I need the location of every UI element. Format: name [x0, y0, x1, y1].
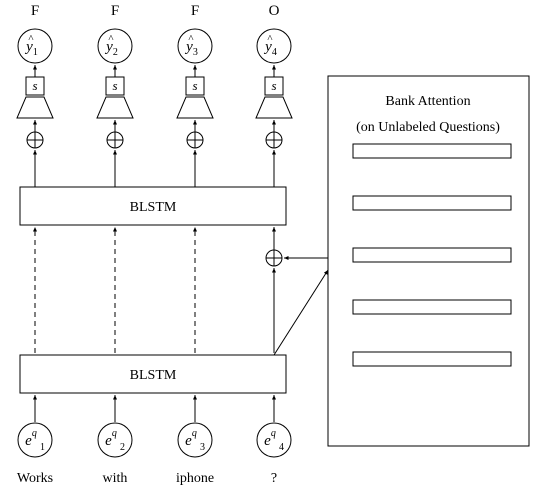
bank-slot: [352, 351, 512, 367]
dashed-skip-connections: [33, 227, 197, 353]
softmax-block: s: [176, 76, 214, 119]
sum-node: [265, 131, 283, 149]
input-word: ?: [271, 471, 277, 486]
embedding-superscript: q: [32, 428, 37, 439]
prediction-symbol: y: [184, 39, 193, 55]
prediction-symbol: y: [24, 39, 33, 55]
bank-slot-list: [352, 143, 512, 367]
bank-slot: [352, 143, 512, 159]
embedding-index: 2: [120, 442, 125, 453]
softmax-label: s: [32, 78, 37, 93]
sum-node: [106, 131, 124, 149]
blstm-to-sum-arrows: [33, 150, 276, 187]
prediction-symbol: y: [263, 39, 272, 55]
svg-text:y4: y4: [263, 39, 277, 58]
svg-text:^: ^: [188, 33, 194, 45]
prediction-index: 2: [113, 47, 118, 58]
attention-merge-column: [265, 227, 283, 353]
embedding-superscript: q: [192, 428, 197, 439]
sum-node-row: [26, 131, 283, 149]
svg-text:y1: y1: [24, 39, 38, 58]
svg-text:y2: y2: [104, 39, 118, 58]
embedding-symbol: e: [25, 433, 32, 449]
input-word: Works: [17, 471, 53, 486]
embedding-row: eq 1 eq 2 eq 3 eq 4: [17, 422, 292, 458]
lower-blstm: BLSTM: [19, 354, 287, 394]
sum-node: [186, 131, 204, 149]
softmax-label: s: [192, 78, 197, 93]
softmax-block: s: [16, 76, 54, 119]
output-label: F: [31, 3, 39, 19]
svg-text:y3: y3: [184, 39, 198, 58]
output-label: F: [111, 3, 119, 19]
embedding-node: eq 1: [17, 422, 53, 458]
embedding-node: eq 3: [177, 422, 213, 458]
prediction-index: 1: [33, 47, 38, 58]
embedding-node: eq 2: [97, 422, 133, 458]
sum-to-softmax-arrows: [33, 120, 276, 132]
output-label-row: F F F O: [31, 3, 280, 19]
bank-slot: [352, 195, 512, 211]
bank-title: Bank Attention: [385, 94, 470, 109]
embedding-index: 3: [200, 442, 205, 453]
softmax-row: s s s s: [16, 76, 293, 119]
svg-text:^: ^: [108, 33, 114, 45]
prediction-node: y2 ^: [97, 28, 133, 64]
svg-text:eq: eq: [185, 428, 197, 449]
svg-text:eq: eq: [25, 428, 37, 449]
prediction-index: 3: [193, 47, 198, 58]
upper-blstm: BLSTM: [19, 186, 287, 226]
prediction-node: y3 ^: [177, 28, 213, 64]
output-label: O: [269, 3, 280, 19]
input-word: iphone: [176, 471, 214, 486]
bank-slot: [352, 299, 512, 315]
bank-subtitle: (on Unlabeled Questions): [356, 120, 500, 135]
input-word: with: [103, 471, 128, 486]
prediction-node: y4 ^: [256, 28, 292, 64]
softmax-label: s: [112, 78, 117, 93]
embedding-superscript: q: [112, 428, 117, 439]
svg-text:^: ^: [28, 33, 34, 45]
lower-blstm-label: BLSTM: [130, 368, 177, 383]
embedding-index: 1: [40, 442, 45, 453]
prediction-index: 4: [272, 47, 277, 58]
embedding-superscript: q: [271, 428, 276, 439]
embedding-index: 4: [279, 442, 284, 453]
embedding-symbol: e: [105, 433, 112, 449]
prediction-row: y1 ^ y2 ^ y3 ^ y4 ^: [17, 28, 292, 64]
prediction-node: y1 ^: [17, 28, 53, 64]
output-label: F: [191, 3, 199, 19]
softmax-to-prediction-arrows: [33, 65, 276, 77]
embedding-symbol: e: [264, 433, 271, 449]
svg-text:^: ^: [267, 33, 273, 45]
softmax-block: s: [96, 76, 134, 119]
svg-text:eq: eq: [105, 428, 117, 449]
embedding-symbol: e: [185, 433, 192, 449]
bank-slot: [352, 247, 512, 263]
softmax-label: s: [271, 78, 276, 93]
embedding-node: eq 4: [256, 422, 292, 458]
svg-text:eq: eq: [264, 428, 276, 449]
embedding-to-blstm-arrows: [33, 395, 276, 422]
sum-node: [26, 131, 44, 149]
prediction-symbol: y: [104, 39, 113, 55]
attention-sum-node: [265, 249, 283, 267]
bank-attention-panel: Bank Attention (on Unlabeled Questions): [327, 75, 530, 447]
upper-blstm-label: BLSTM: [130, 200, 177, 215]
bank-attention-links: [273, 256, 329, 356]
input-word-row: Works with iphone ?: [17, 471, 277, 486]
softmax-block: s: [255, 76, 293, 119]
